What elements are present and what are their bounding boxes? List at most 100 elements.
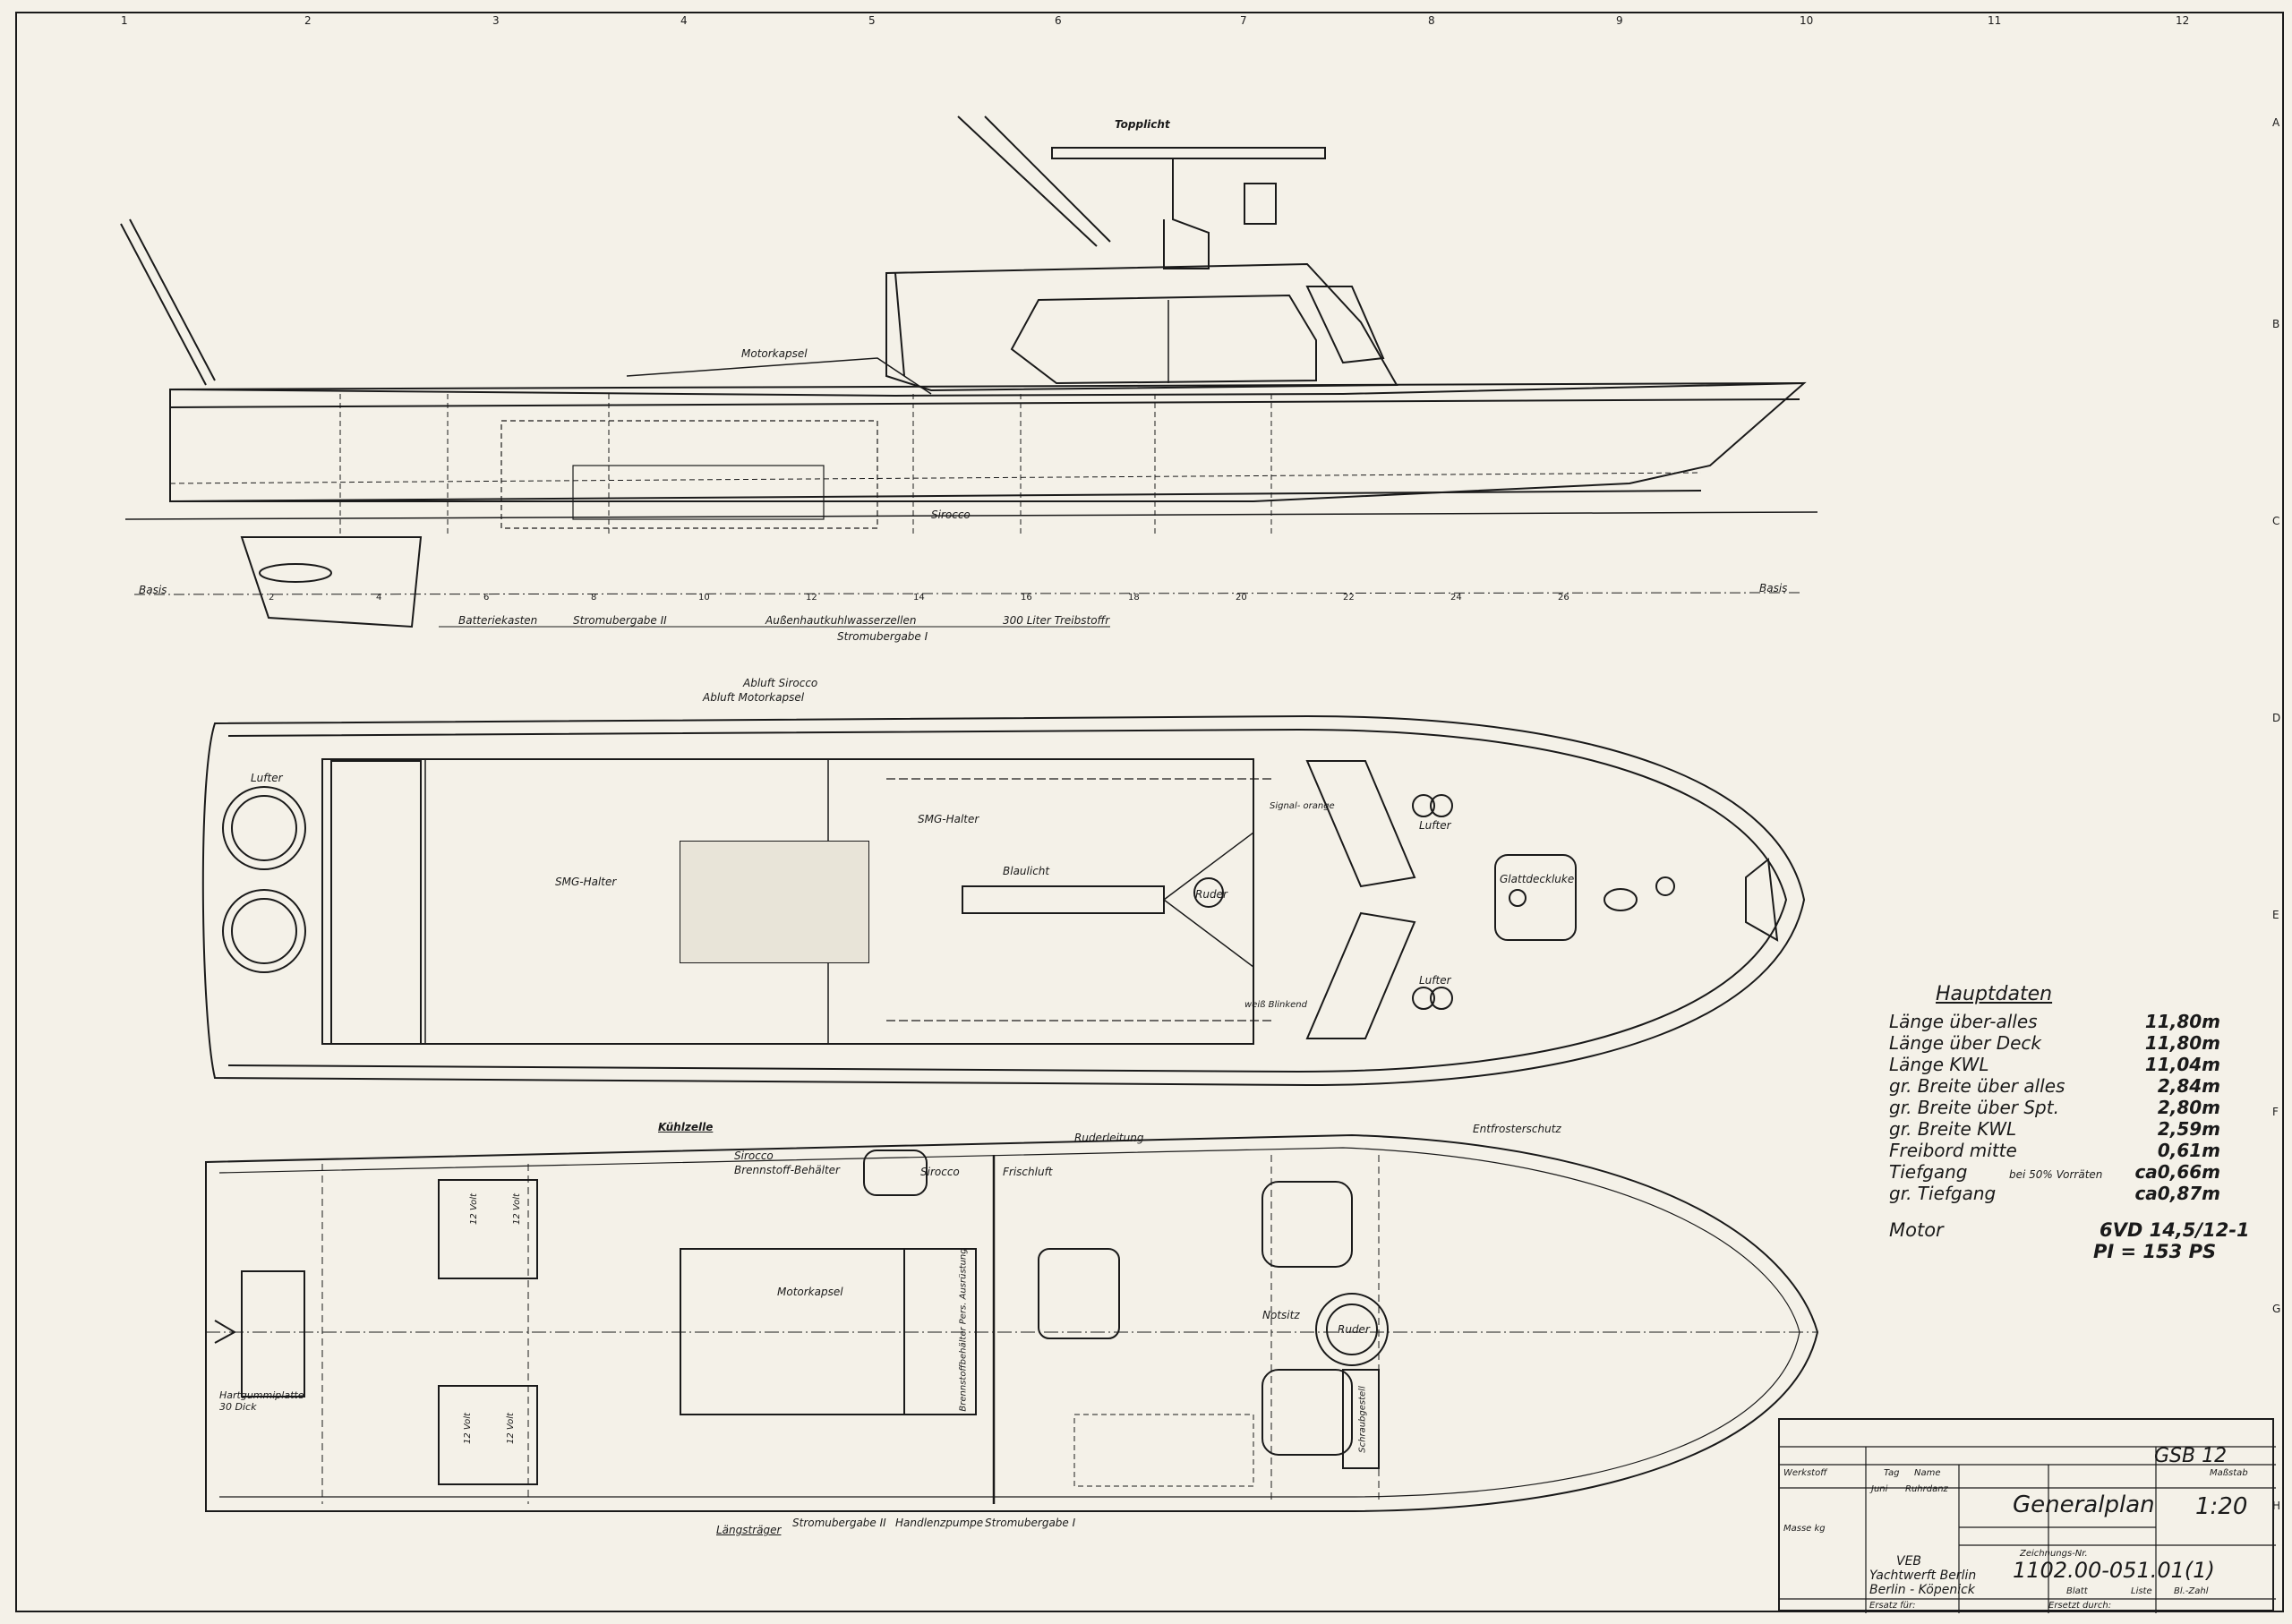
deck-plan xyxy=(201,714,1806,1087)
grid-label-H: H xyxy=(2272,1500,2281,1512)
hauptdaten-row: gr. Breite KWL 2,59m xyxy=(1889,1118,2220,1140)
label-motorkapsel-plan: Motorkapsel xyxy=(777,1286,843,1298)
hauptdaten-row: gr. Tiefgang ca0,87m xyxy=(1889,1183,2220,1204)
motor-power: PI = 153 PS xyxy=(2093,1241,2217,1262)
grid-label-4: 4 xyxy=(680,14,688,27)
hauptdaten-row: Tiefgang ca0,66m xyxy=(1889,1161,2220,1183)
row-label: gr. Breite KWL xyxy=(1889,1118,2017,1140)
row-value: 0,61m xyxy=(2157,1140,2220,1161)
grid-label-11: 11 xyxy=(1988,14,2002,27)
label-volt-1: 12 Volt xyxy=(468,1193,479,1225)
grid-label-F: F xyxy=(2272,1106,2279,1118)
row-value: 11,80m xyxy=(2144,1032,2220,1054)
hauptdaten-title: Hauptdaten xyxy=(1936,983,2053,1005)
grid-label-6: 6 xyxy=(1055,14,1062,27)
motor-value: 6VD 14,5/12-1 xyxy=(2100,1219,2250,1241)
grid-label-E: E xyxy=(2272,909,2279,921)
frame-number: 18 xyxy=(1128,593,1140,603)
grid-label-G: G xyxy=(2272,1303,2281,1315)
label-frischluft: Frischluft xyxy=(1003,1166,1053,1178)
tb-ersatz-fuer: Ersatz für: xyxy=(1869,1601,1916,1611)
label-smg-halter-1: SMG-Halter xyxy=(555,876,617,888)
frame-number: 12 xyxy=(806,593,817,603)
row-label: Freibord mitte xyxy=(1889,1140,2017,1161)
label-hartgummiplatte: Hartgummiplatte 30 Dick xyxy=(219,1389,304,1413)
label-weiss-blinkend: weiß Blinkend xyxy=(1244,1000,1307,1010)
title-block-grid xyxy=(1780,1446,2276,1613)
label-ruderleitung: Ruderleitung xyxy=(1074,1132,1144,1144)
label-basis-left: Basis xyxy=(139,584,167,596)
label-stromuebergabe-i-plan: Stromubergabe I xyxy=(985,1517,1076,1529)
row-label: Länge KWL xyxy=(1889,1054,1989,1075)
tb-werkstoff: Werkstoff xyxy=(1783,1468,1827,1478)
grid-label-9: 9 xyxy=(1616,14,1623,27)
label-volt-4: 12 Volt xyxy=(505,1413,516,1444)
label-glattdeckluke: Glattdeckluke xyxy=(1500,873,1575,885)
tb-scale: 1:20 xyxy=(2195,1493,2248,1520)
label-schraubgestell: Schraubgestell xyxy=(1357,1386,1368,1453)
hauptdaten-row: Freibord mitte 0,61m xyxy=(1889,1140,2220,1161)
label-signal: Signal- orange xyxy=(1270,801,1335,811)
label-blaulicht: Blaulicht xyxy=(1003,865,1050,877)
tb-number: 1102.00-051.01(1) xyxy=(2013,1558,2215,1583)
frame-number: 16 xyxy=(1021,593,1032,603)
tb-company-1: VEB xyxy=(1896,1554,1922,1568)
row-value: 11,80m xyxy=(2144,1011,2220,1032)
grid-label-3: 3 xyxy=(492,14,500,27)
label-ruder-plan: Ruder xyxy=(1338,1323,1370,1336)
frame-number: 26 xyxy=(1558,593,1569,603)
grid-label-1: 1 xyxy=(121,14,128,27)
frame-number: 24 xyxy=(1450,593,1462,603)
motor-label: Motor xyxy=(1889,1219,1944,1241)
frame-number: 14 xyxy=(913,593,925,603)
grid-label-5: 5 xyxy=(868,14,876,27)
label-sirocco-plan-1: Sirocco xyxy=(734,1150,774,1162)
tb-tag: Tag xyxy=(1884,1468,1900,1478)
label-brennstoffbehaelter-v: Brennstoffbehälter Pers. Ausrüstung xyxy=(958,1248,969,1412)
label-motorkapsel-side: Motorkapsel xyxy=(741,347,808,360)
tb-company-3: Berlin - Köpenick xyxy=(1869,1583,1975,1597)
label-batteriekasten: Batteriekasten xyxy=(458,614,538,627)
label-kuehlzelle: Kühlzelle xyxy=(658,1121,714,1133)
label-brennstoffbehaelter: Brennstoff-Behälter xyxy=(734,1164,840,1176)
label-stromuebergabe-ii-plan: Stromubergabe II xyxy=(792,1517,886,1529)
label-abluft-sirocco: Abluft Sirocco xyxy=(743,677,818,689)
label-stromuebergabe-i-side: Stromubergabe I xyxy=(837,630,928,643)
tb-title: Generalplan xyxy=(2013,1492,2155,1518)
hauptdaten-row: Länge über-alles 11,80m xyxy=(1889,1011,2220,1032)
label-handlenzpumpe: Handlenzpumpe xyxy=(895,1517,984,1529)
label-aussenhaut: Außenhautkuhlwasserzellen xyxy=(765,614,917,627)
grid-label-7: 7 xyxy=(1240,14,1247,27)
row-value: 2,59m xyxy=(2157,1118,2220,1140)
row-label: Länge über-alles xyxy=(1889,1011,2038,1032)
grid-label-C: C xyxy=(2272,515,2280,527)
tb-company-2: Yachtwerft Berlin xyxy=(1869,1568,1977,1583)
row-value: ca0,87m xyxy=(2134,1183,2220,1204)
interior-plan xyxy=(205,1133,1819,1512)
row-value: 11,04m xyxy=(2144,1054,2220,1075)
row-value: 2,80m xyxy=(2157,1097,2220,1118)
label-sirocco-plan-2: Sirocco xyxy=(920,1166,960,1178)
grid-label-10: 10 xyxy=(1800,14,1814,27)
label-sirocco-side: Sirocco xyxy=(931,509,971,521)
side-elevation xyxy=(120,115,1818,628)
hauptdaten-row: gr. Breite über Spt.2,80m xyxy=(1889,1097,2220,1118)
tb-name: Name xyxy=(1914,1468,1941,1478)
tb-masse: Masse kg xyxy=(1783,1524,1826,1534)
row-label: gr. Tiefgang xyxy=(1889,1183,1997,1204)
tb-gezeichnet: Juni xyxy=(1871,1484,1888,1494)
grid-label-12: 12 xyxy=(2176,14,2190,27)
row-label: Tiefgang xyxy=(1889,1161,1968,1183)
row-label: gr. Breite über alles xyxy=(1889,1075,2065,1097)
row-value: ca0,66m xyxy=(2134,1161,2220,1183)
frame-number: 10 xyxy=(698,593,710,603)
tb-project: GSB 12 xyxy=(2154,1445,2228,1467)
tb-liste: Liste xyxy=(2131,1586,2152,1596)
tb-zeichnungsnr-label: Zeichnungs-Nr. xyxy=(2020,1549,2088,1559)
label-luefter-2: Lufter xyxy=(1419,974,1451,987)
title-block: GSB 12 Werkstoff Masse kg Tag Name Juni … xyxy=(1778,1418,2276,1613)
label-luefter-aft: Lufter xyxy=(251,772,283,784)
grid-label-D: D xyxy=(2272,712,2281,724)
row-label: Länge über Deck xyxy=(1889,1032,2041,1054)
